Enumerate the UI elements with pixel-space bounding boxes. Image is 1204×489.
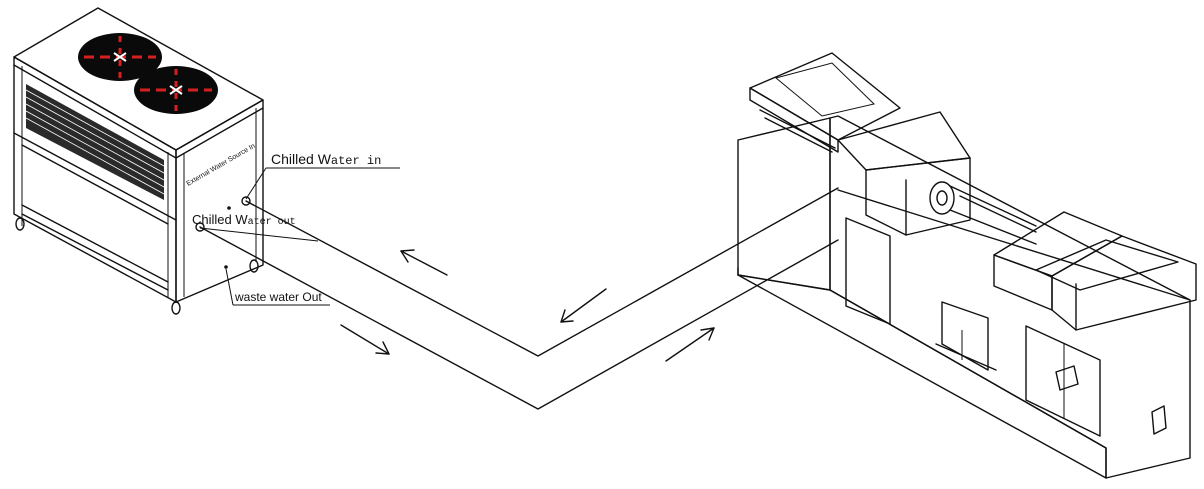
arrow-icon xyxy=(560,288,607,323)
arrow-icon xyxy=(400,249,448,276)
chilled-water-in-callout: Chilled Water in xyxy=(245,151,400,200)
fan-icon xyxy=(78,33,162,81)
caster-wheels xyxy=(15,217,259,315)
external-water-source-label: External Water Source In xyxy=(186,143,257,188)
arrow-icon xyxy=(340,324,390,355)
injection-machine xyxy=(737,52,1197,479)
arrow-icon xyxy=(665,327,715,362)
chilled-water-in-label: Chilled Water in xyxy=(271,151,381,168)
waste-water-out-callout: waste water Out xyxy=(225,268,330,306)
fan-icon xyxy=(134,66,218,114)
louver-grille xyxy=(25,84,165,200)
chilled-water-out-label: Chilled Water out xyxy=(192,212,296,228)
chiller-unit: External Water Source In xyxy=(13,7,264,315)
waste-water-out-label: waste water Out xyxy=(234,290,322,304)
chilled-water-out-callout: Chilled Water out xyxy=(192,212,319,242)
